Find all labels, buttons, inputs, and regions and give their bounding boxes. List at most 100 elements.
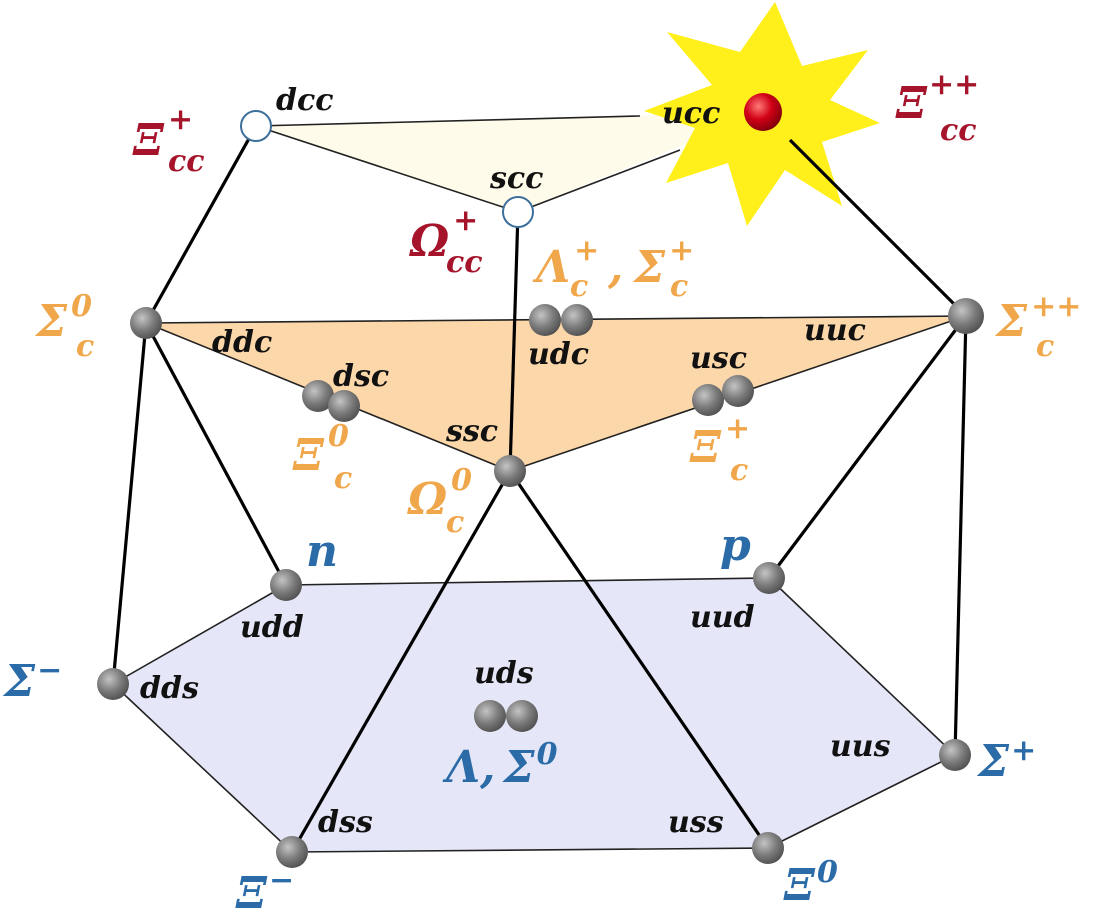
quark-label-uds: uds [474,656,534,691]
particle-charge: 0 [71,289,92,324]
particle-symbol: Σ [34,296,68,347]
particle-symbol: Ω [407,474,447,525]
gray-ball-icon [276,836,308,868]
particle-label-lambda-sigma-c-p: Λ+c,Σ+c [532,233,694,304]
particle-charge: + [453,203,478,238]
particle-label-xi-cc-pp: Ξ++ cc [895,67,979,148]
gray-ball-icon [529,304,561,336]
particle-symbol: Σ [501,742,535,793]
particle-charge: ++ [929,67,979,102]
particle-charge: + [574,233,599,268]
particle-charge: 0 [328,419,349,454]
quark-label-dss: dss [318,805,373,840]
particle-subscript: cc [168,144,205,179]
gray-ball-icon [939,739,971,771]
quark-label-udd: udd [240,610,304,645]
gray-ball-icon [948,298,984,334]
particle-charge: + [1011,733,1036,768]
particle-symbol: Ξ [689,422,722,473]
particle-subscript: cc [940,113,977,148]
particle-charge: 0 [817,855,838,890]
gray-ball-icon [302,380,334,412]
particle-symbol: Λ [442,742,480,793]
particle-label-xi-cc-p: Ξ+ cc [132,102,205,179]
connecting-edges [111,125,968,853]
quark-label-dds: dds [140,671,199,706]
particle-label-n: n [306,526,338,577]
particle-label-xi-minus: Ξ− [235,863,294,918]
quark-label-dcc: dcc [276,83,334,118]
particle-symbol: Σ [632,242,666,293]
gray-ball-icon [130,307,162,339]
gray-ball-icon [270,569,302,601]
particle-separator: , [479,742,495,793]
particle-subscript: c [670,269,688,304]
open-circle-icon [502,196,534,228]
quark-label-uus: uus [830,729,891,764]
particle-subscript: c [730,453,748,488]
quark-label-dsc: dsc [333,359,389,394]
particle-subscript: c [334,461,352,496]
particle-label-sigma-c-pp: Σ++ c [994,289,1081,364]
particle-label-omega-cc-p: Ω+ cc [409,203,483,280]
quark-label-udc: udc [528,337,589,372]
gray-ball-icon [97,668,129,700]
gray-ball-icon [561,304,593,336]
particle-label-p: p [720,520,751,571]
gray-ball-icon [722,375,754,407]
open-circle-icon [240,110,272,142]
particle-charge: + [669,233,694,268]
gray-ball-icon [753,562,785,594]
particle-subscript: c [446,505,464,540]
gray-ball-icon [752,832,784,864]
particle-charge: + [168,102,193,137]
gray-ball-icon [328,390,360,422]
particle-label-sigma-plus: Σ+ [976,733,1036,787]
particle-symbol: Σ [994,296,1028,347]
particle-subscript: cc [446,245,483,280]
gray-ball-icon [506,700,538,732]
quark-label-ddc: ddc [212,325,272,360]
particle-symbol: Ξ [132,115,165,166]
particle-label-xi-c-p: Ξ+ c [689,411,750,488]
particle-subscript: c [1036,329,1054,364]
particle-charge: − [37,653,62,688]
charmed-baryon-plane [146,316,966,471]
quark-label-ssc: ssc [445,414,498,449]
particle-subscript: c [570,269,588,304]
gray-ball-icon [692,384,724,416]
particle-charge: − [269,863,294,898]
particle-symbol: Σ [2,656,36,707]
particle-charge: 0 [451,463,472,498]
particle-symbol: Ξ [292,430,325,481]
quark-label-uuc: uuc [804,313,866,348]
particle-label-xi-0: Ξ0 [783,855,838,911]
particle-symbol: Ξ [895,78,928,129]
quark-label-uss: uss [668,805,724,840]
particle-separator: , [607,242,623,293]
quark-label-ucc: ucc [662,96,720,131]
particle-symbol: Ξ [235,868,268,918]
top-doubly-charmed-plane [256,112,765,212]
quark-label-scc: scc [489,161,543,196]
particle-symbol: Σ [976,736,1010,787]
gray-ball-icon [494,455,526,487]
particle-label-lambda-sigma-0: Λ,Σ0 [442,737,558,793]
particle-charge: ++ [1031,289,1081,324]
particle-label-sigma-minus: Σ− [2,653,62,707]
quark-label-usc: usc [690,341,747,376]
particle-symbol: Ξ [783,860,816,911]
particle-charge: + [725,411,750,446]
quark-labels: ucc dcc scc ddc uuc udc dsc usc ssc udd … [140,83,891,840]
nodes [97,93,984,868]
particle-symbol: Ω [409,216,449,267]
red-ball-icon [744,93,782,131]
particle-subscript: c [76,329,94,364]
particle-charge: 0 [537,737,558,772]
particle-symbol: Λ [532,242,570,293]
